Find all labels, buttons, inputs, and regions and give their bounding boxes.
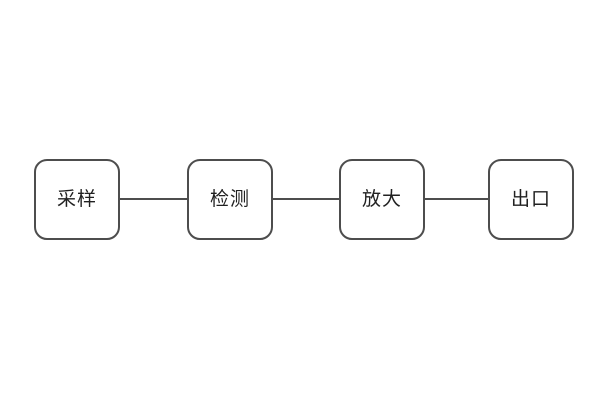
flow-node-outlet: 出口	[488, 159, 574, 240]
connector-detection-amplification	[273, 198, 339, 200]
flow-node-detection: 检测	[187, 159, 273, 240]
flow-node-detection-label: 检测	[209, 189, 250, 210]
connector-sampling-detection	[120, 198, 187, 200]
flow-node-amplification-label: 放大	[361, 189, 402, 210]
flow-node-outlet-label: 出口	[510, 189, 551, 210]
flow-node-sampling: 采样	[34, 159, 120, 240]
connector-amplification-outlet	[425, 198, 488, 200]
flow-node-amplification: 放大	[339, 159, 425, 240]
flow-node-sampling-label: 采样	[56, 189, 97, 210]
